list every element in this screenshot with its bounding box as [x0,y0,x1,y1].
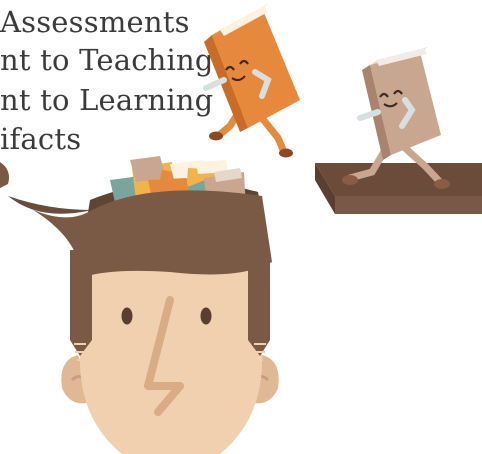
hair-curl-fragment [0,162,9,188]
headline-line-2: nt to Teaching [0,43,214,77]
hair-with-books [8,156,272,278]
headline-line-4: ifacts [0,122,82,156]
headline-line-3: nt to Learning [0,83,214,117]
orange-book-character [203,4,300,158]
headline-line-1: Assessments [0,5,190,39]
wooden-shelf [315,163,482,214]
tan-book-character [342,47,450,189]
cartoon-head [61,245,279,454]
